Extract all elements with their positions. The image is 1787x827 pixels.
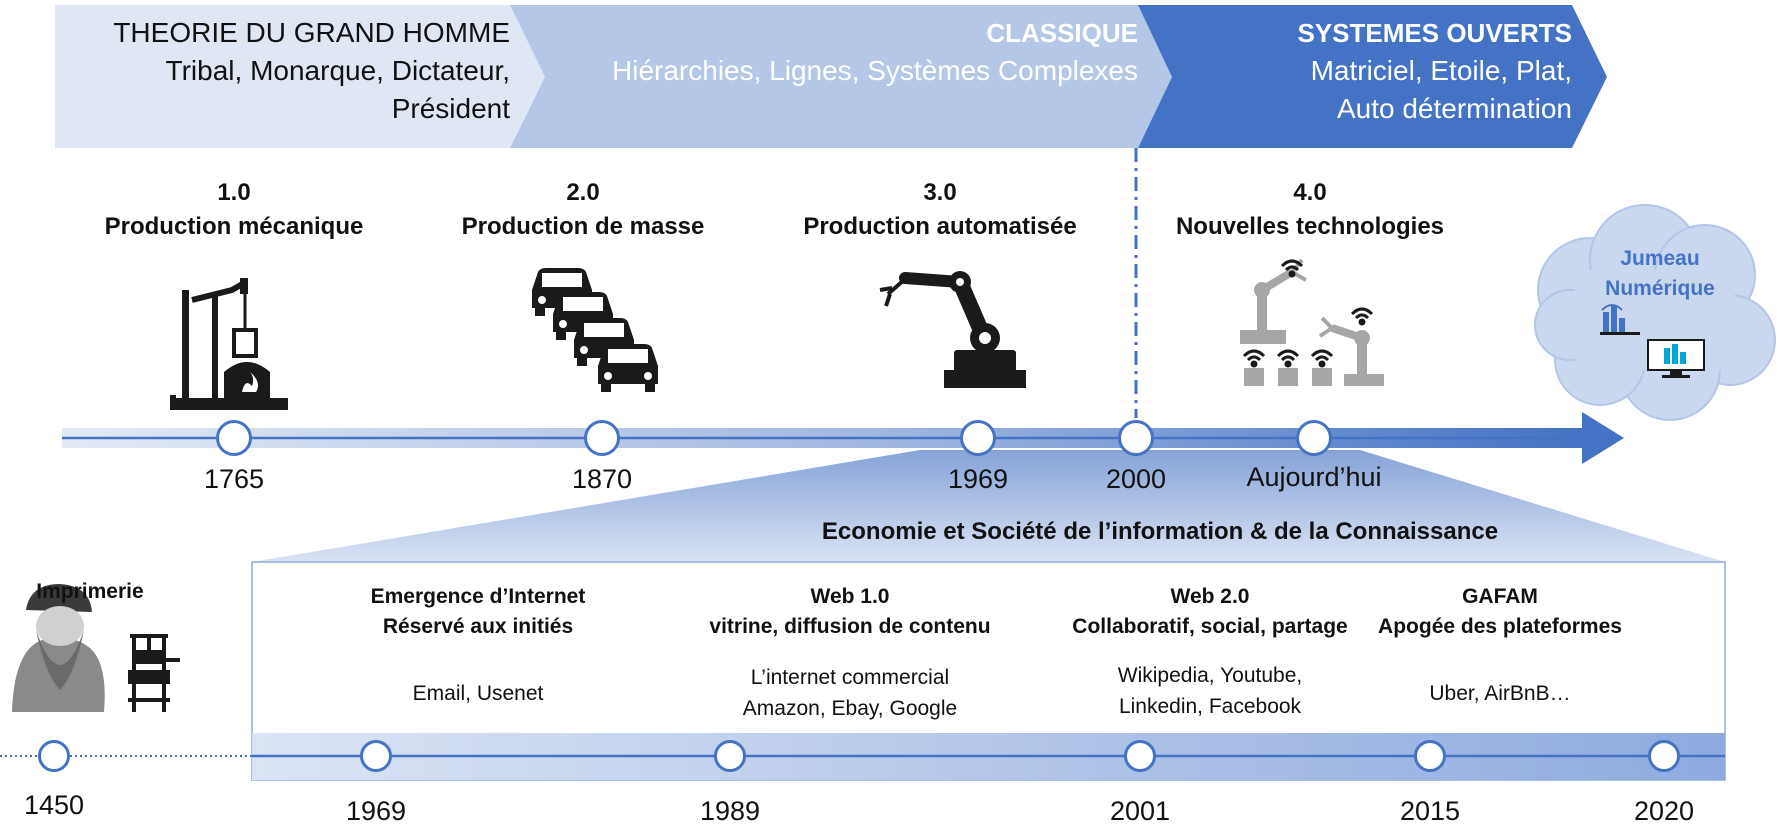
event-desc-1969: Email, Usenet (308, 678, 648, 709)
band-systemes-line2: Auto détermination (1336, 93, 1572, 124)
year-aujourdhui: Aujourd’hui (1246, 462, 1382, 492)
event-2001-title1: Web 2.0 (1170, 585, 1250, 608)
event-desc-1989: L’internet commercial Amazon, Ebay, Goog… (680, 662, 1020, 724)
band-systemes-text: SYSTEMES OUVERTS Matriciel, Etoile, Plat… (1150, 14, 1573, 128)
band-classique-line1: Hiérarchies, Lignes, Systèmes Complexes (612, 55, 1138, 86)
wifi-icons (1242, 259, 1374, 368)
digital-twin-icon (1600, 304, 1705, 378)
band-grand-homme (55, 5, 545, 148)
steam-engine-icon (170, 278, 288, 410)
cloud-line1: Jumeau (1620, 247, 1700, 270)
band-systemes-title: SYSTEMES OUVERTS (1297, 18, 1573, 48)
year-1989: 1989 (699, 796, 761, 826)
timeline-node-1969[interactable] (960, 420, 996, 456)
event-2015-title1: GAFAM (1462, 585, 1538, 608)
info-society-title: Economie et Société de l’information & d… (821, 518, 1499, 545)
cars-icon (532, 268, 658, 392)
event-desc-2001: Wikipedia, Youtube, Linkedin, Facebook (1040, 660, 1380, 722)
event-1989-title2: vitrine, diffusion de contenu (709, 615, 991, 638)
band-classique (510, 5, 1172, 148)
era-3-number: 3.0 (923, 179, 957, 206)
band-grand-homme-line1: Tribal, Monarque, Dictateur, (165, 55, 510, 86)
event-1969-title2: Réservé aux initiés (382, 615, 574, 638)
event-desc-2015: Uber, AirBnB… (1330, 678, 1670, 709)
era-1-label: Production mécanique (104, 213, 364, 240)
lower-node-2001[interactable] (1124, 740, 1156, 772)
event-2001-desc1: Wikipedia, Youtube, (1117, 664, 1303, 687)
band-classique-text: CLASSIQUE Hiérarchies, Lignes, Systèmes … (560, 14, 1138, 90)
event-1989-desc2: Amazon, Ebay, Google (742, 697, 958, 720)
timeline-node-1765[interactable] (216, 420, 252, 456)
year-1765: 1765 (203, 464, 265, 494)
lower-node-1969[interactable] (360, 740, 392, 772)
smart-factory-icon (1240, 258, 1384, 386)
era-1-number: 1.0 (217, 179, 251, 206)
era-4-label: Nouvelles technologies (1175, 213, 1445, 240)
gutenberg-portrait-icon (12, 584, 105, 712)
robot-arm-icon (879, 271, 1026, 388)
year-2020: 2020 (1633, 796, 1695, 826)
timeline-node-aujourdhui[interactable] (1296, 420, 1332, 456)
zoom-fan (252, 450, 1725, 562)
year-2000: 2000 (1105, 464, 1167, 494)
event-2015-title2: Apogée des plateformes (1378, 615, 1622, 638)
timeline-arrow-head (1582, 412, 1624, 464)
year-2001: 2001 (1109, 796, 1171, 826)
year-1969-lower: 1969 (345, 796, 407, 826)
band-grand-homme-text: THEORIE DU GRAND HOMME Tribal, Monarque,… (60, 14, 510, 128)
printing-press-icon (128, 634, 180, 712)
band-classique-title: CLASSIQUE (986, 18, 1138, 48)
lower-node-1989[interactable] (714, 740, 746, 772)
printing-label: Imprimerie (36, 580, 144, 603)
event-title-2001: Web 2.0 Collaboratif, social, partage (1040, 582, 1380, 642)
cloud-line2: Numérique (1605, 277, 1715, 300)
event-title-1969: Emergence d’Internet Réservé aux initiés (308, 582, 648, 642)
band-systemes-line1: Matriciel, Etoile, Plat, (1310, 55, 1572, 86)
lower-node-2020[interactable] (1648, 740, 1680, 772)
era-2-label: Production de masse (461, 213, 705, 240)
year-1870: 1870 (571, 464, 633, 494)
band-grand-homme-title: THEORIE DU GRAND HOMME (113, 17, 510, 48)
era-1: 1.0 Production mécanique (74, 176, 394, 244)
event-title-2015: GAFAM Apogée des plateformes (1330, 582, 1670, 642)
era-2: 2.0 Production de masse (433, 176, 733, 244)
era-3: 3.0 Production automatisée (780, 176, 1100, 244)
lower-node-1450[interactable] (38, 740, 70, 772)
event-1969-desc1: Email, Usenet (412, 682, 544, 705)
cloud-label: Jumeau Numérique (1592, 244, 1728, 304)
band-systemes-ouverts (1138, 5, 1607, 148)
cloud-shape (1534, 204, 1776, 421)
event-2015-desc1: Uber, AirBnB… (1429, 682, 1571, 705)
era-2-number: 2.0 (566, 179, 600, 206)
timeline-node-2000[interactable] (1118, 420, 1154, 456)
event-2001-desc2: Linkedin, Facebook (1118, 695, 1302, 718)
year-1450: 1450 (23, 790, 85, 820)
event-1969-title1: Emergence d’Internet (370, 585, 586, 608)
era-4-number: 4.0 (1293, 179, 1327, 206)
event-2001-title2: Collaboratif, social, partage (1072, 615, 1348, 638)
timeline-node-1870[interactable] (584, 420, 620, 456)
band-grand-homme-line2: Président (391, 93, 510, 124)
year-2015: 2015 (1399, 796, 1461, 826)
event-1989-desc1: L’internet commercial (750, 666, 950, 689)
era-4: 4.0 Nouvelles technologies (1150, 176, 1470, 244)
lower-node-2015[interactable] (1414, 740, 1446, 772)
era-3-label: Production automatisée (803, 213, 1077, 240)
year-1969-main: 1969 (947, 464, 1009, 494)
event-title-1989: Web 1.0 vitrine, diffusion de contenu (680, 582, 1020, 642)
event-1989-title1: Web 1.0 (810, 585, 890, 608)
